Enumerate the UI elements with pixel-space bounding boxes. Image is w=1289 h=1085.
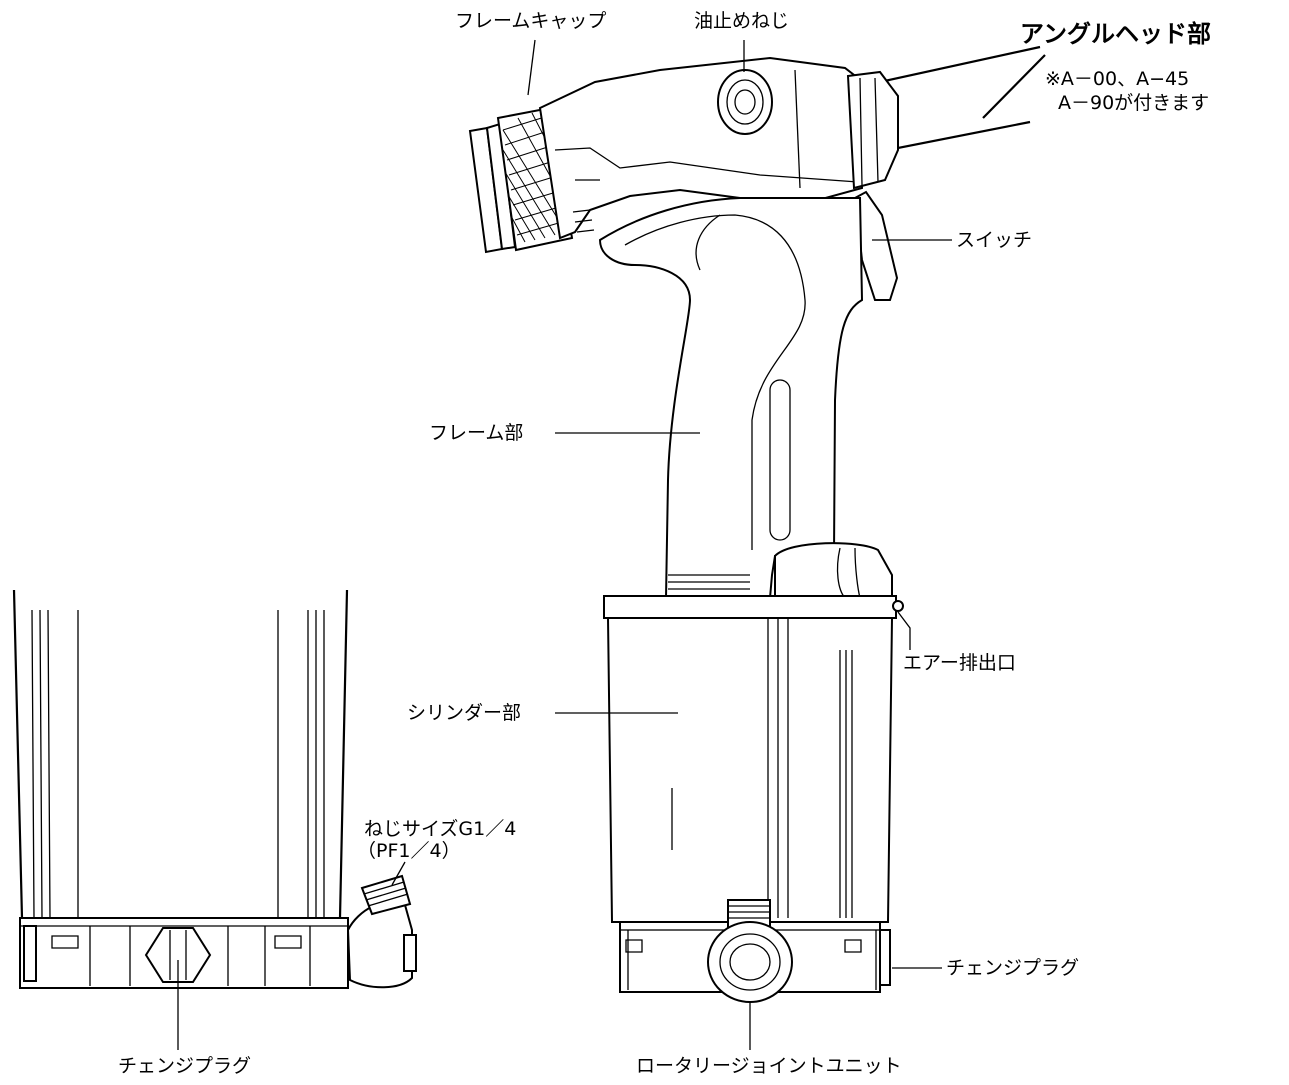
rotary-joint-label: ロータリージョイントユニット <box>636 1055 902 1077</box>
elbow-fitting <box>346 874 417 989</box>
rotary-joint-unit <box>707 899 793 1003</box>
coupling-nut <box>846 70 899 190</box>
leader-lines <box>177 39 952 1050</box>
switch-label: スイッチ <box>956 229 1033 251</box>
change-plug-right-part <box>879 929 891 986</box>
screw-size-label-2: （PF1／4） <box>357 840 461 862</box>
angle-head-tube <box>879 45 1046 152</box>
oil-stop-screw-label: 油止めねじ <box>694 10 790 32</box>
air-exhaust-port <box>892 600 904 612</box>
switch-trigger <box>853 190 899 301</box>
angle-head-label: アングルヘッド部 <box>1020 20 1212 48</box>
cylinder-right <box>603 595 904 1003</box>
cylinder-label: シリンダー部 <box>407 702 522 724</box>
air-exhaust-label: エアー排出口 <box>903 652 1016 674</box>
change-plug-left-part <box>144 927 212 983</box>
change-plug-right-label: チェンジプラグ <box>946 957 1080 979</box>
oil-stop-screw <box>717 69 773 135</box>
screw-size-label-1: ねじサイズG1／4 <box>364 818 517 840</box>
change-plug-left-label: チェンジプラグ <box>118 1055 252 1077</box>
angle-head-note-2: A－90が付きます <box>1058 92 1210 114</box>
frame-grip <box>598 197 864 599</box>
air-exhaust-cover <box>774 542 893 601</box>
tool-head <box>468 56 899 254</box>
cylinder-left <box>12 589 417 989</box>
frame-label: フレーム部 <box>429 422 524 444</box>
angle-head-note-1: ※A－00、A−45 <box>1045 68 1190 90</box>
frame-cap-label: フレームキャップ <box>455 10 607 32</box>
